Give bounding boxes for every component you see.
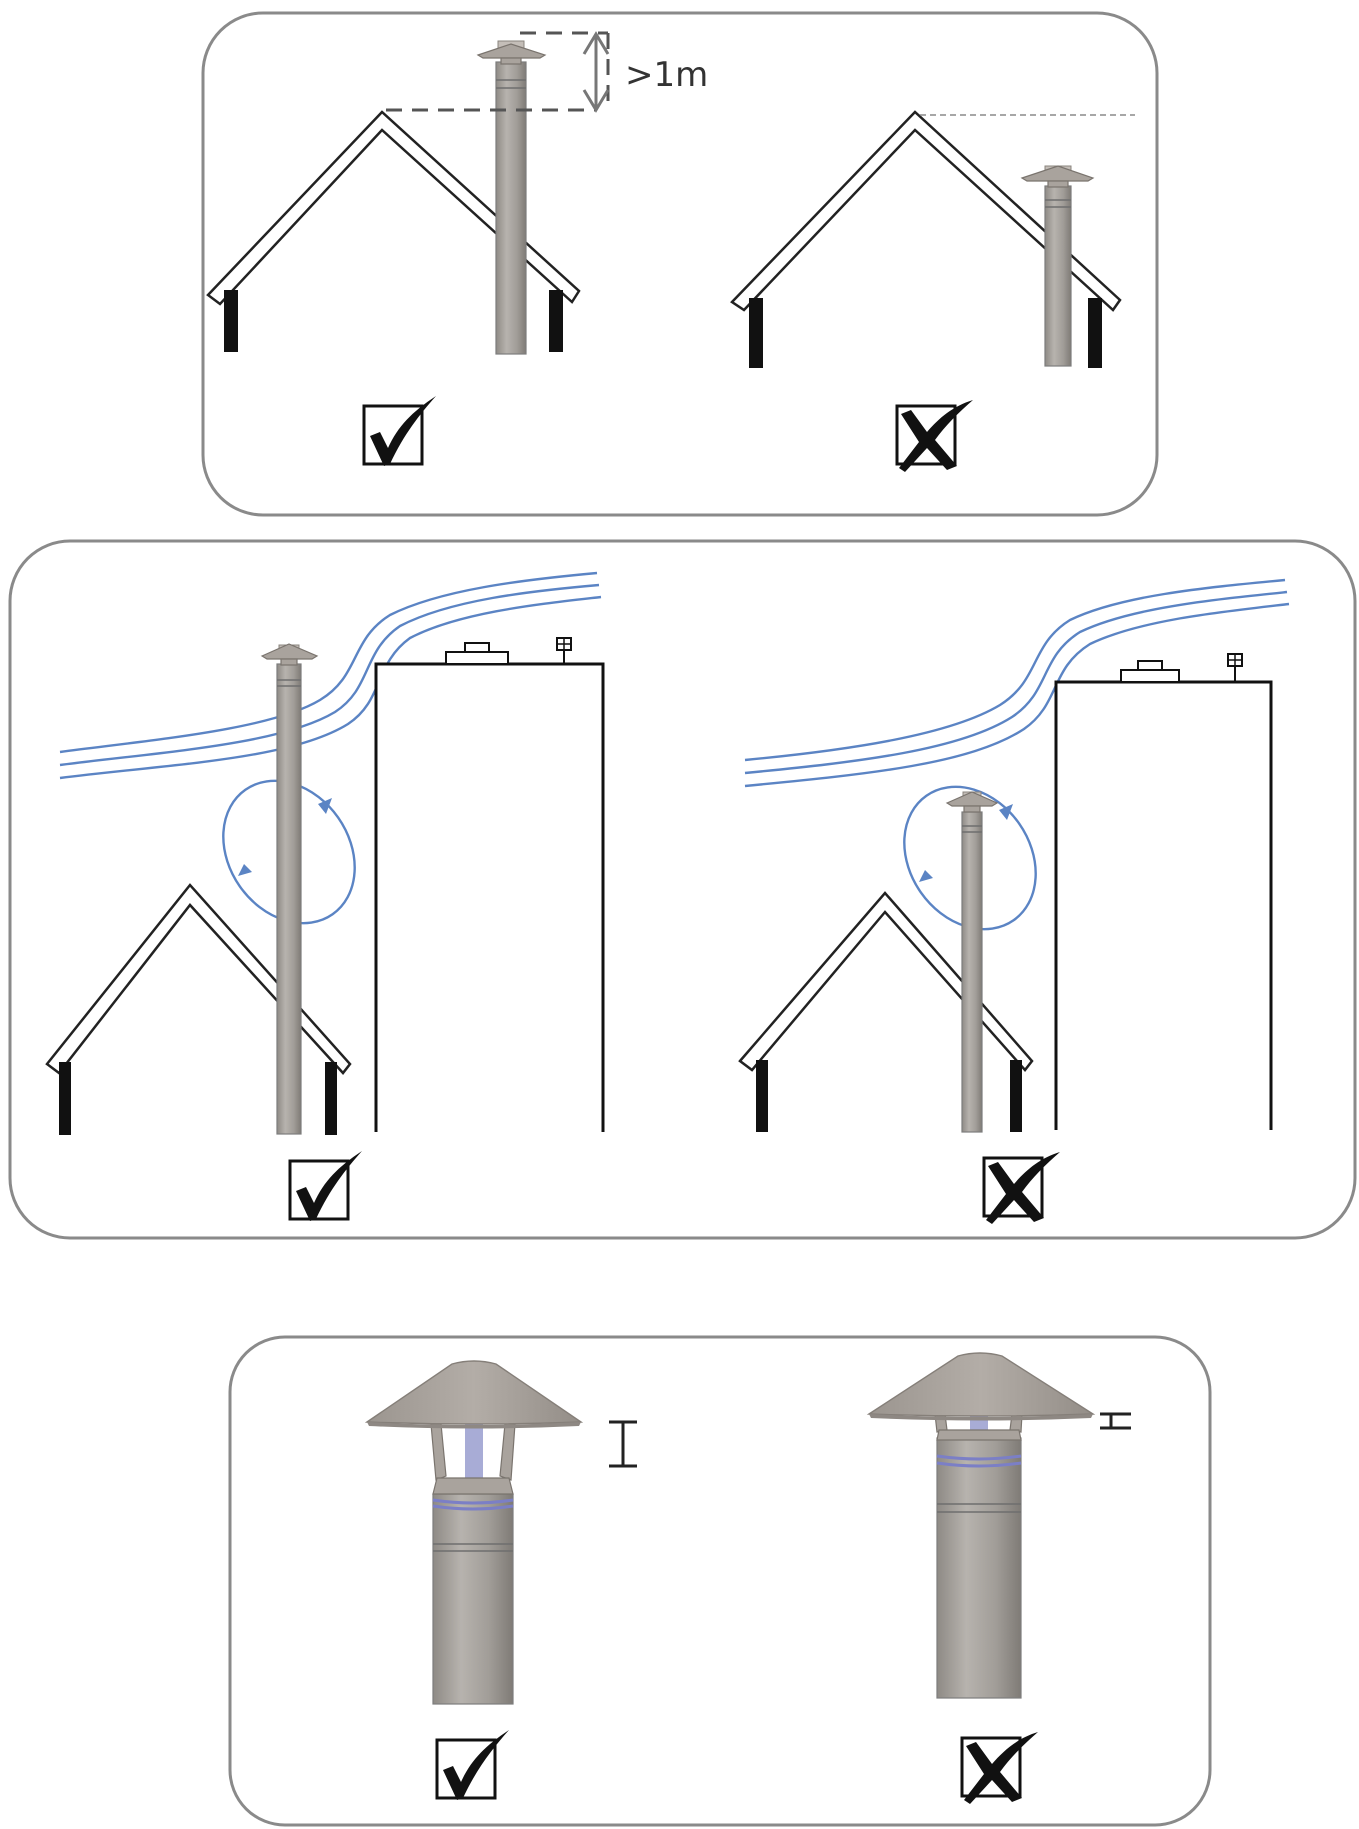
wind-stream-left bbox=[59, 571, 602, 780]
chimney-short bbox=[945, 791, 999, 1133]
dimension-indicator: >1m bbox=[386, 31, 708, 113]
building-left bbox=[374, 637, 605, 1132]
panel-nearby-building-wind bbox=[8, 539, 1357, 1240]
cowl-large-gap bbox=[364, 1360, 584, 1705]
house-left bbox=[45, 883, 352, 1135]
building-right bbox=[1054, 653, 1273, 1130]
panel-cowl-gap bbox=[228, 1335, 1212, 1827]
panel-height-above-ridge: >1m bbox=[201, 11, 1159, 517]
wind-stream-right bbox=[744, 578, 1290, 788]
gap-marker-large bbox=[609, 1420, 637, 1468]
house-right bbox=[730, 110, 1135, 368]
chimney-short bbox=[1020, 165, 1095, 367]
house-right bbox=[738, 891, 1034, 1132]
house-left bbox=[206, 110, 581, 352]
eddy-left bbox=[222, 779, 356, 925]
chimney-tall bbox=[260, 643, 319, 1135]
gap-marker-small bbox=[1100, 1412, 1131, 1430]
chimney-tall bbox=[476, 40, 547, 355]
panel-frame bbox=[201, 11, 1159, 517]
cowl-small-gap bbox=[866, 1352, 1096, 1699]
eddy-right bbox=[903, 785, 1037, 931]
dimension-label: >1m bbox=[625, 55, 708, 95]
